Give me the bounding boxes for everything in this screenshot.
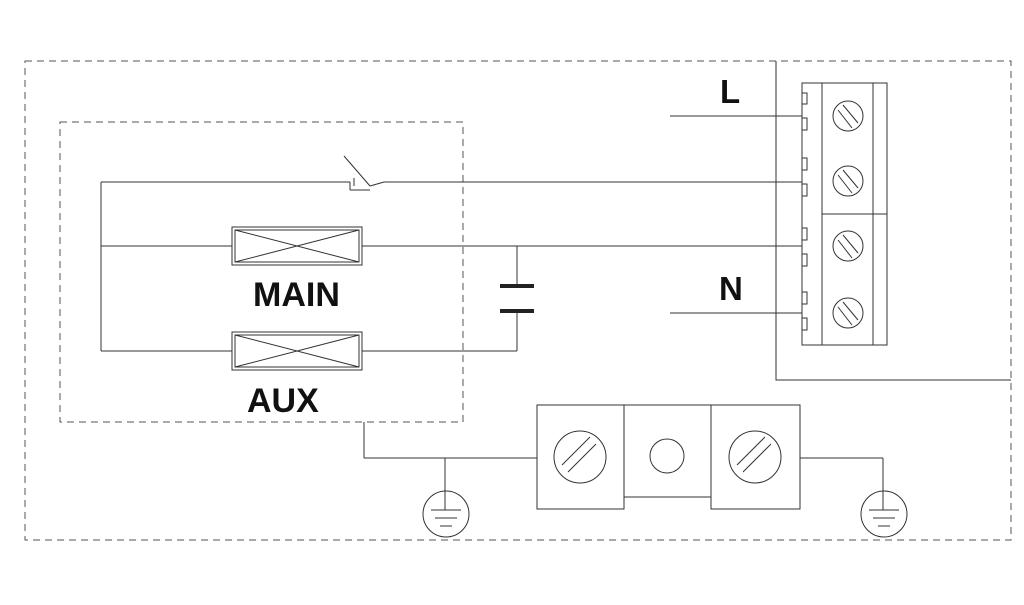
terminal-screw-icon: [832, 165, 864, 197]
aux-winding-label: AUX: [247, 382, 319, 420]
ground-icon: [422, 490, 470, 538]
terminal-screw-icon: [832, 100, 864, 132]
ground-wiring: [363, 422, 884, 492]
motor-wiring: [100, 181, 802, 352]
main-winding-label: MAIN: [253, 276, 340, 314]
terminal-screw-icon: [832, 297, 864, 329]
ground-icon: [860, 490, 908, 538]
capacitor-icon: [500, 284, 534, 313]
terminal-screw-icon: [832, 230, 864, 262]
motor-enclosure: [59, 121, 464, 423]
winding-icon: [231, 331, 363, 371]
outer-enclosure: [24, 60, 1012, 541]
terminal-screw-icon: [728, 430, 782, 484]
line-label: L: [720, 73, 740, 110]
terminal-notches: [802, 92, 808, 331]
winding-icon: [231, 226, 363, 266]
neutral-label: N: [719, 270, 743, 307]
ground-terminal: [536, 404, 801, 510]
terminal-panel: [775, 61, 1011, 381]
terminal-screw-icon: [553, 430, 607, 484]
terminal-block: [801, 82, 888, 346]
thermal-switch-icon: [343, 155, 385, 191]
